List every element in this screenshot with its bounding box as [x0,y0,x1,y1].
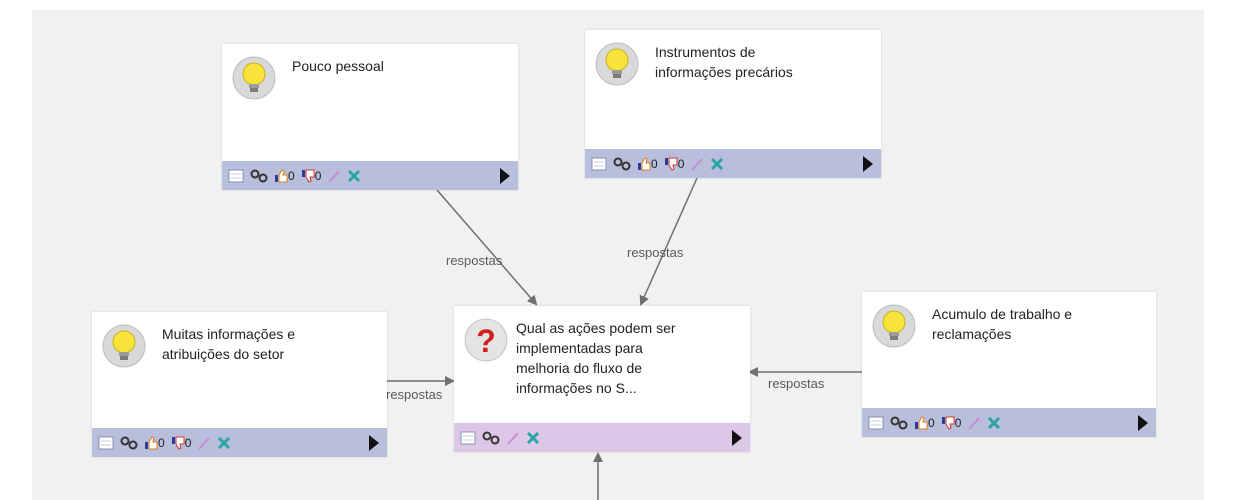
edit-icon[interactable] [197,436,211,450]
idea-node-muitas-informacoes[interactable]: Muitas informações e atribuições do seto… [92,312,387,457]
agree-count: 0 [158,435,165,450]
edge-label-left: respostas [386,387,443,402]
node-toolbar: 0 0 [222,161,518,190]
delete-icon[interactable] [710,157,724,171]
details-icon[interactable] [460,431,476,445]
question-line3: melhoria do fluxo de [516,360,643,376]
node-toolbar [454,423,750,452]
question-line4: informações no S... [516,380,637,396]
thumbs-up-icon [915,415,928,429]
thumbs-up-icon [638,156,651,170]
details-icon[interactable] [591,157,607,171]
disagree-count: 0 [184,435,192,450]
connector-instrumentos [639,177,698,306]
node-toolbar: 0 0 [585,149,881,178]
link-icon[interactable] [250,169,268,183]
details-icon[interactable] [98,436,114,450]
thumbs-down-icon [664,157,678,171]
edge-label-top-left: respostas [446,253,503,268]
thumbs-down-icon [941,416,955,430]
edit-icon[interactable] [506,431,520,445]
lightbulb-icon [232,56,276,100]
edit-icon[interactable] [327,169,341,183]
agree-button[interactable]: 0 [274,169,295,183]
agree-button[interactable]: 0 [914,416,935,430]
node-title: Pouco pessoal [292,58,384,74]
idea-node-acumulo[interactable]: Acumulo de trabalho e reclamações 0 0 [862,292,1156,437]
lightbulb-icon [102,324,146,368]
thumbs-down-icon [301,169,315,183]
thumbs-down-icon [171,436,185,450]
details-icon[interactable] [868,416,884,430]
question-line2: implementadas para [516,340,643,356]
disagree-count: 0 [314,168,322,183]
question-node[interactable]: ? Qual as ações podem ser implementadas … [454,306,750,452]
edge-label-right: respostas [768,376,825,391]
expand-arrow-icon[interactable] [732,430,742,446]
lightbulb-icon [595,42,639,86]
idea-node-pouco-pessoal[interactable]: Pouco pessoal 0 0 [222,44,518,190]
delete-icon[interactable] [987,416,1001,430]
node-title-line1: Acumulo de trabalho e [932,306,1073,322]
delete-icon[interactable] [347,169,361,183]
agree-count: 0 [928,415,935,430]
link-icon[interactable] [613,157,631,171]
agree-count: 0 [651,156,658,171]
link-icon[interactable] [120,436,138,450]
node-title-line1: Instrumentos de [655,44,756,60]
node-title-line2: reclamações [932,326,1012,342]
link-icon[interactable] [482,431,500,445]
edit-icon[interactable] [690,157,704,171]
agree-button[interactable]: 0 [637,157,658,171]
thumbs-up-icon [145,435,158,449]
delete-icon[interactable] [526,431,540,445]
node-title-line2: atribuições do setor [162,346,285,362]
expand-arrow-icon[interactable] [500,168,510,184]
lightbulb-icon [872,304,916,348]
agree-count: 0 [288,168,295,183]
svg-text:?: ? [476,323,496,359]
disagree-count: 0 [677,156,685,171]
node-toolbar: 0 0 [92,428,387,457]
disagree-button[interactable]: 0 [301,168,322,183]
connector-pouco [436,189,538,306]
expand-arrow-icon[interactable] [1138,415,1148,431]
expand-arrow-icon[interactable] [863,156,873,172]
details-icon[interactable] [228,169,244,183]
link-icon[interactable] [890,416,908,430]
disagree-button[interactable]: 0 [664,156,685,171]
disagree-button[interactable]: 0 [941,415,962,430]
agree-button[interactable]: 0 [144,436,165,450]
edit-icon[interactable] [967,416,981,430]
expand-arrow-icon[interactable] [369,435,379,451]
node-title-line2: informações precários [655,64,793,80]
question-mark-icon: ? [464,318,508,362]
idea-node-instrumentos[interactable]: Instrumentos de informações precários 0 … [585,30,881,178]
thumbs-up-icon [275,168,288,182]
edge-label-top-right: respostas [627,245,684,260]
disagree-count: 0 [954,415,962,430]
node-title-line1: Muitas informações e [162,326,296,342]
question-line1: Qual as ações podem ser [516,320,676,336]
node-toolbar: 0 0 [862,408,1156,437]
disagree-button[interactable]: 0 [171,435,192,450]
delete-icon[interactable] [217,436,231,450]
